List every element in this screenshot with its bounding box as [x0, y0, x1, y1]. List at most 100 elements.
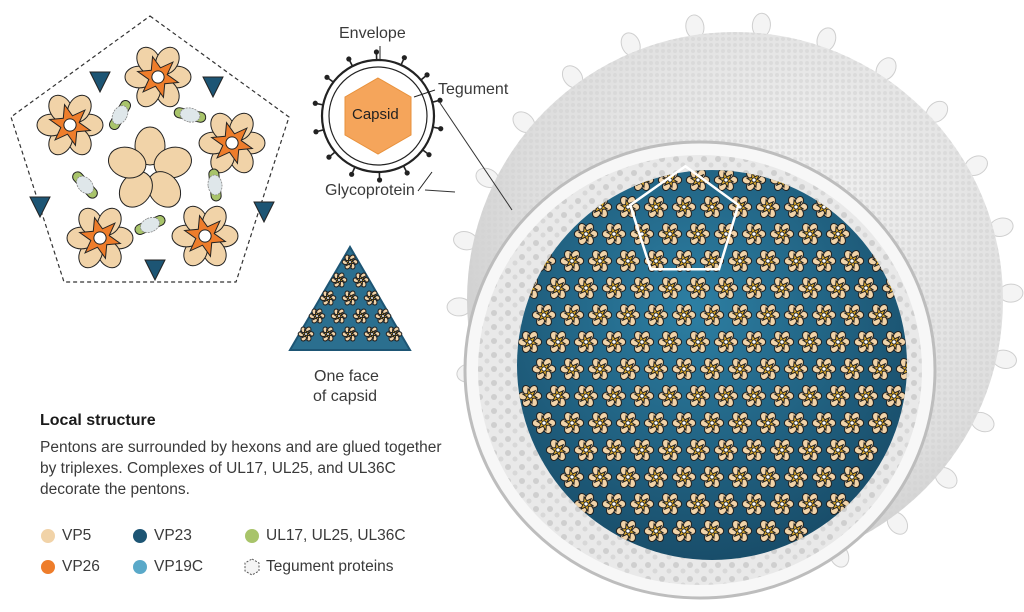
tegument-protein [207, 174, 223, 196]
capsomer [811, 250, 837, 272]
face-capsomer [385, 326, 403, 342]
capsomer [587, 412, 613, 434]
face-capsomer [352, 308, 370, 324]
capsomer [713, 331, 739, 353]
capsomer [671, 520, 697, 542]
capsomer [867, 358, 893, 380]
capsomer [587, 466, 613, 488]
capsomer [881, 385, 907, 407]
capsomer [629, 439, 655, 461]
face-capsomer [352, 272, 370, 288]
capsomer [825, 439, 851, 461]
capsomer [559, 358, 585, 380]
capsomer [601, 223, 627, 245]
capsomer [769, 331, 795, 353]
capsomer [685, 439, 711, 461]
capsomer [587, 250, 613, 272]
capsomer [783, 520, 809, 542]
capsomer [643, 466, 669, 488]
capsomer [657, 277, 683, 299]
capsomer [531, 412, 557, 434]
capsomer [825, 277, 851, 299]
capsomer [741, 439, 767, 461]
legend-label-vp23: VP23 [154, 527, 192, 544]
capsomer [741, 331, 767, 353]
penton-petal [118, 171, 153, 208]
capsomer [699, 358, 725, 380]
legend-label-tegument-proteins: Tegument proteins [266, 558, 394, 575]
tegument-protein [111, 105, 129, 125]
capsomer [573, 277, 599, 299]
capsomer [699, 304, 725, 326]
capsomer [643, 412, 669, 434]
capsomer [643, 358, 669, 380]
capsomer [643, 520, 669, 542]
capsomer [629, 385, 655, 407]
capsomer [741, 277, 767, 299]
capsomer [643, 304, 669, 326]
capsid-face-triangle [288, 245, 412, 351]
capsomer [545, 277, 571, 299]
capsomer [699, 520, 725, 542]
legend-label-ul-complex: UL17, UL25, UL36C [266, 527, 406, 544]
legend-swatch-vp5 [41, 529, 55, 543]
capsomer [573, 493, 599, 515]
capsomer [853, 385, 879, 407]
capsomer [685, 223, 711, 245]
capsomer [881, 331, 907, 353]
capsomer [713, 385, 739, 407]
capsomer [741, 223, 767, 245]
legend-swatch-vp23 [133, 529, 147, 543]
capsomer [657, 331, 683, 353]
capsomer [615, 412, 641, 434]
capsomer [811, 304, 837, 326]
capsomer [853, 331, 879, 353]
capsomer [811, 412, 837, 434]
capsomer [811, 358, 837, 380]
capsomer [755, 250, 781, 272]
capsomer [797, 331, 823, 353]
capsomer [629, 277, 655, 299]
capsomer [755, 304, 781, 326]
face-capsomer [363, 326, 381, 342]
capsomer [601, 331, 627, 353]
capsomer [615, 466, 641, 488]
capsomer [769, 385, 795, 407]
capsomer [685, 385, 711, 407]
face-capsomer [297, 326, 315, 342]
capsomer [839, 412, 865, 434]
capsomer [559, 412, 585, 434]
legend-swatch-vp26 [41, 560, 55, 574]
envelope-schematic [312, 46, 444, 192]
capsomer [699, 412, 725, 434]
capsomer [755, 466, 781, 488]
capsomer [685, 331, 711, 353]
penton-petal [153, 146, 192, 179]
hexon-4 [36, 94, 104, 156]
capsomer [559, 304, 585, 326]
capsomer [573, 223, 599, 245]
capsomer [783, 412, 809, 434]
capsomer [825, 223, 851, 245]
capsomer [825, 493, 851, 515]
tegument-protein [179, 107, 201, 123]
capsomer [685, 493, 711, 515]
capsomer [895, 358, 907, 380]
triplex [253, 201, 275, 224]
triplex [29, 196, 51, 219]
envelope-label: Envelope [339, 25, 406, 42]
capsomer [797, 385, 823, 407]
capsomer [671, 412, 697, 434]
capsomer [839, 466, 865, 488]
capsomer [657, 223, 683, 245]
capsomer [727, 466, 753, 488]
capsomer [671, 466, 697, 488]
capsomer [797, 493, 823, 515]
tegument-protein [76, 175, 94, 195]
capsomer [517, 331, 543, 353]
capsomer [769, 223, 795, 245]
capsomer [657, 493, 683, 515]
capsomer [727, 520, 753, 542]
capsomer [783, 250, 809, 272]
legend-label-vp26: VP26 [62, 558, 100, 575]
